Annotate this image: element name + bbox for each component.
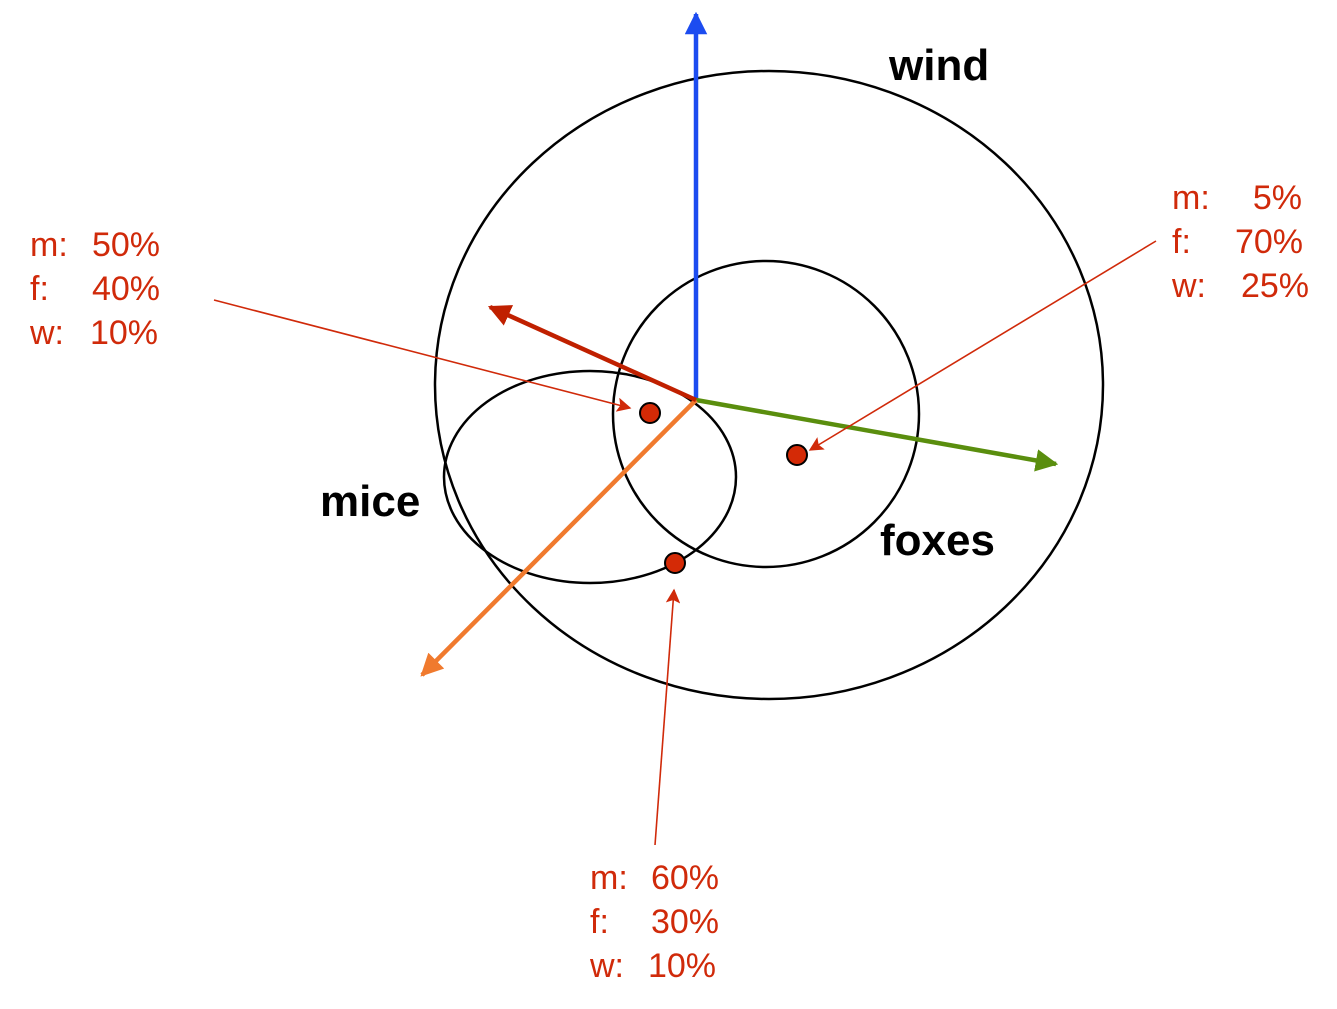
right-m-key: m:: [1172, 179, 1210, 217]
left-w-key: w:: [29, 314, 64, 352]
darkred-resultant-arrow: [487, 304, 697, 403]
right-f-value: 70%: [1235, 223, 1303, 261]
bottom-annotation: m: 60% f: 30% w: 10%: [589, 859, 719, 985]
bottom-f-key: f:: [590, 903, 609, 941]
left-annotation: m: 50% f: 40% w: 10%: [29, 226, 160, 352]
bottom-w-value: 10%: [648, 947, 716, 985]
mice-foxes-point: [639, 402, 661, 424]
foxes-label: foxes: [880, 516, 995, 565]
right-annotation: m: 5% f: 70% w: 25%: [1171, 179, 1309, 305]
left-f-value: 40%: [92, 270, 160, 308]
wind-label: wind: [888, 41, 989, 90]
bottom-m-value: 60%: [651, 859, 719, 897]
left-m-key: m:: [30, 226, 68, 264]
left-w-value: 10%: [90, 314, 158, 352]
foxes-point: [786, 444, 808, 466]
left-m-value: 50%: [92, 226, 160, 264]
wind-set-circle: [433, 69, 1105, 701]
mice-edge-point: [664, 552, 686, 574]
bottom-m-key: m:: [590, 859, 628, 897]
orange-axis-arrow: [420, 398, 698, 677]
bottom-pointer-arrow: [654, 588, 681, 846]
bottom-f-value: 30%: [651, 903, 719, 941]
left-f-key: f:: [30, 270, 49, 308]
foxes-set-circle: [611, 259, 921, 569]
mice-label: mice: [320, 477, 420, 526]
left-pointer-arrow: [213, 299, 632, 412]
bottom-w-key: w:: [589, 947, 624, 985]
right-f-key: f:: [1172, 223, 1191, 261]
green-axis-arrow: [695, 397, 1059, 472]
right-pointer-arrow: [808, 240, 1157, 451]
right-w-key: w:: [1171, 267, 1206, 305]
right-m-value: 5%: [1253, 179, 1302, 217]
mice-set-ellipse: [442, 369, 738, 585]
right-w-value: 25%: [1241, 267, 1309, 305]
